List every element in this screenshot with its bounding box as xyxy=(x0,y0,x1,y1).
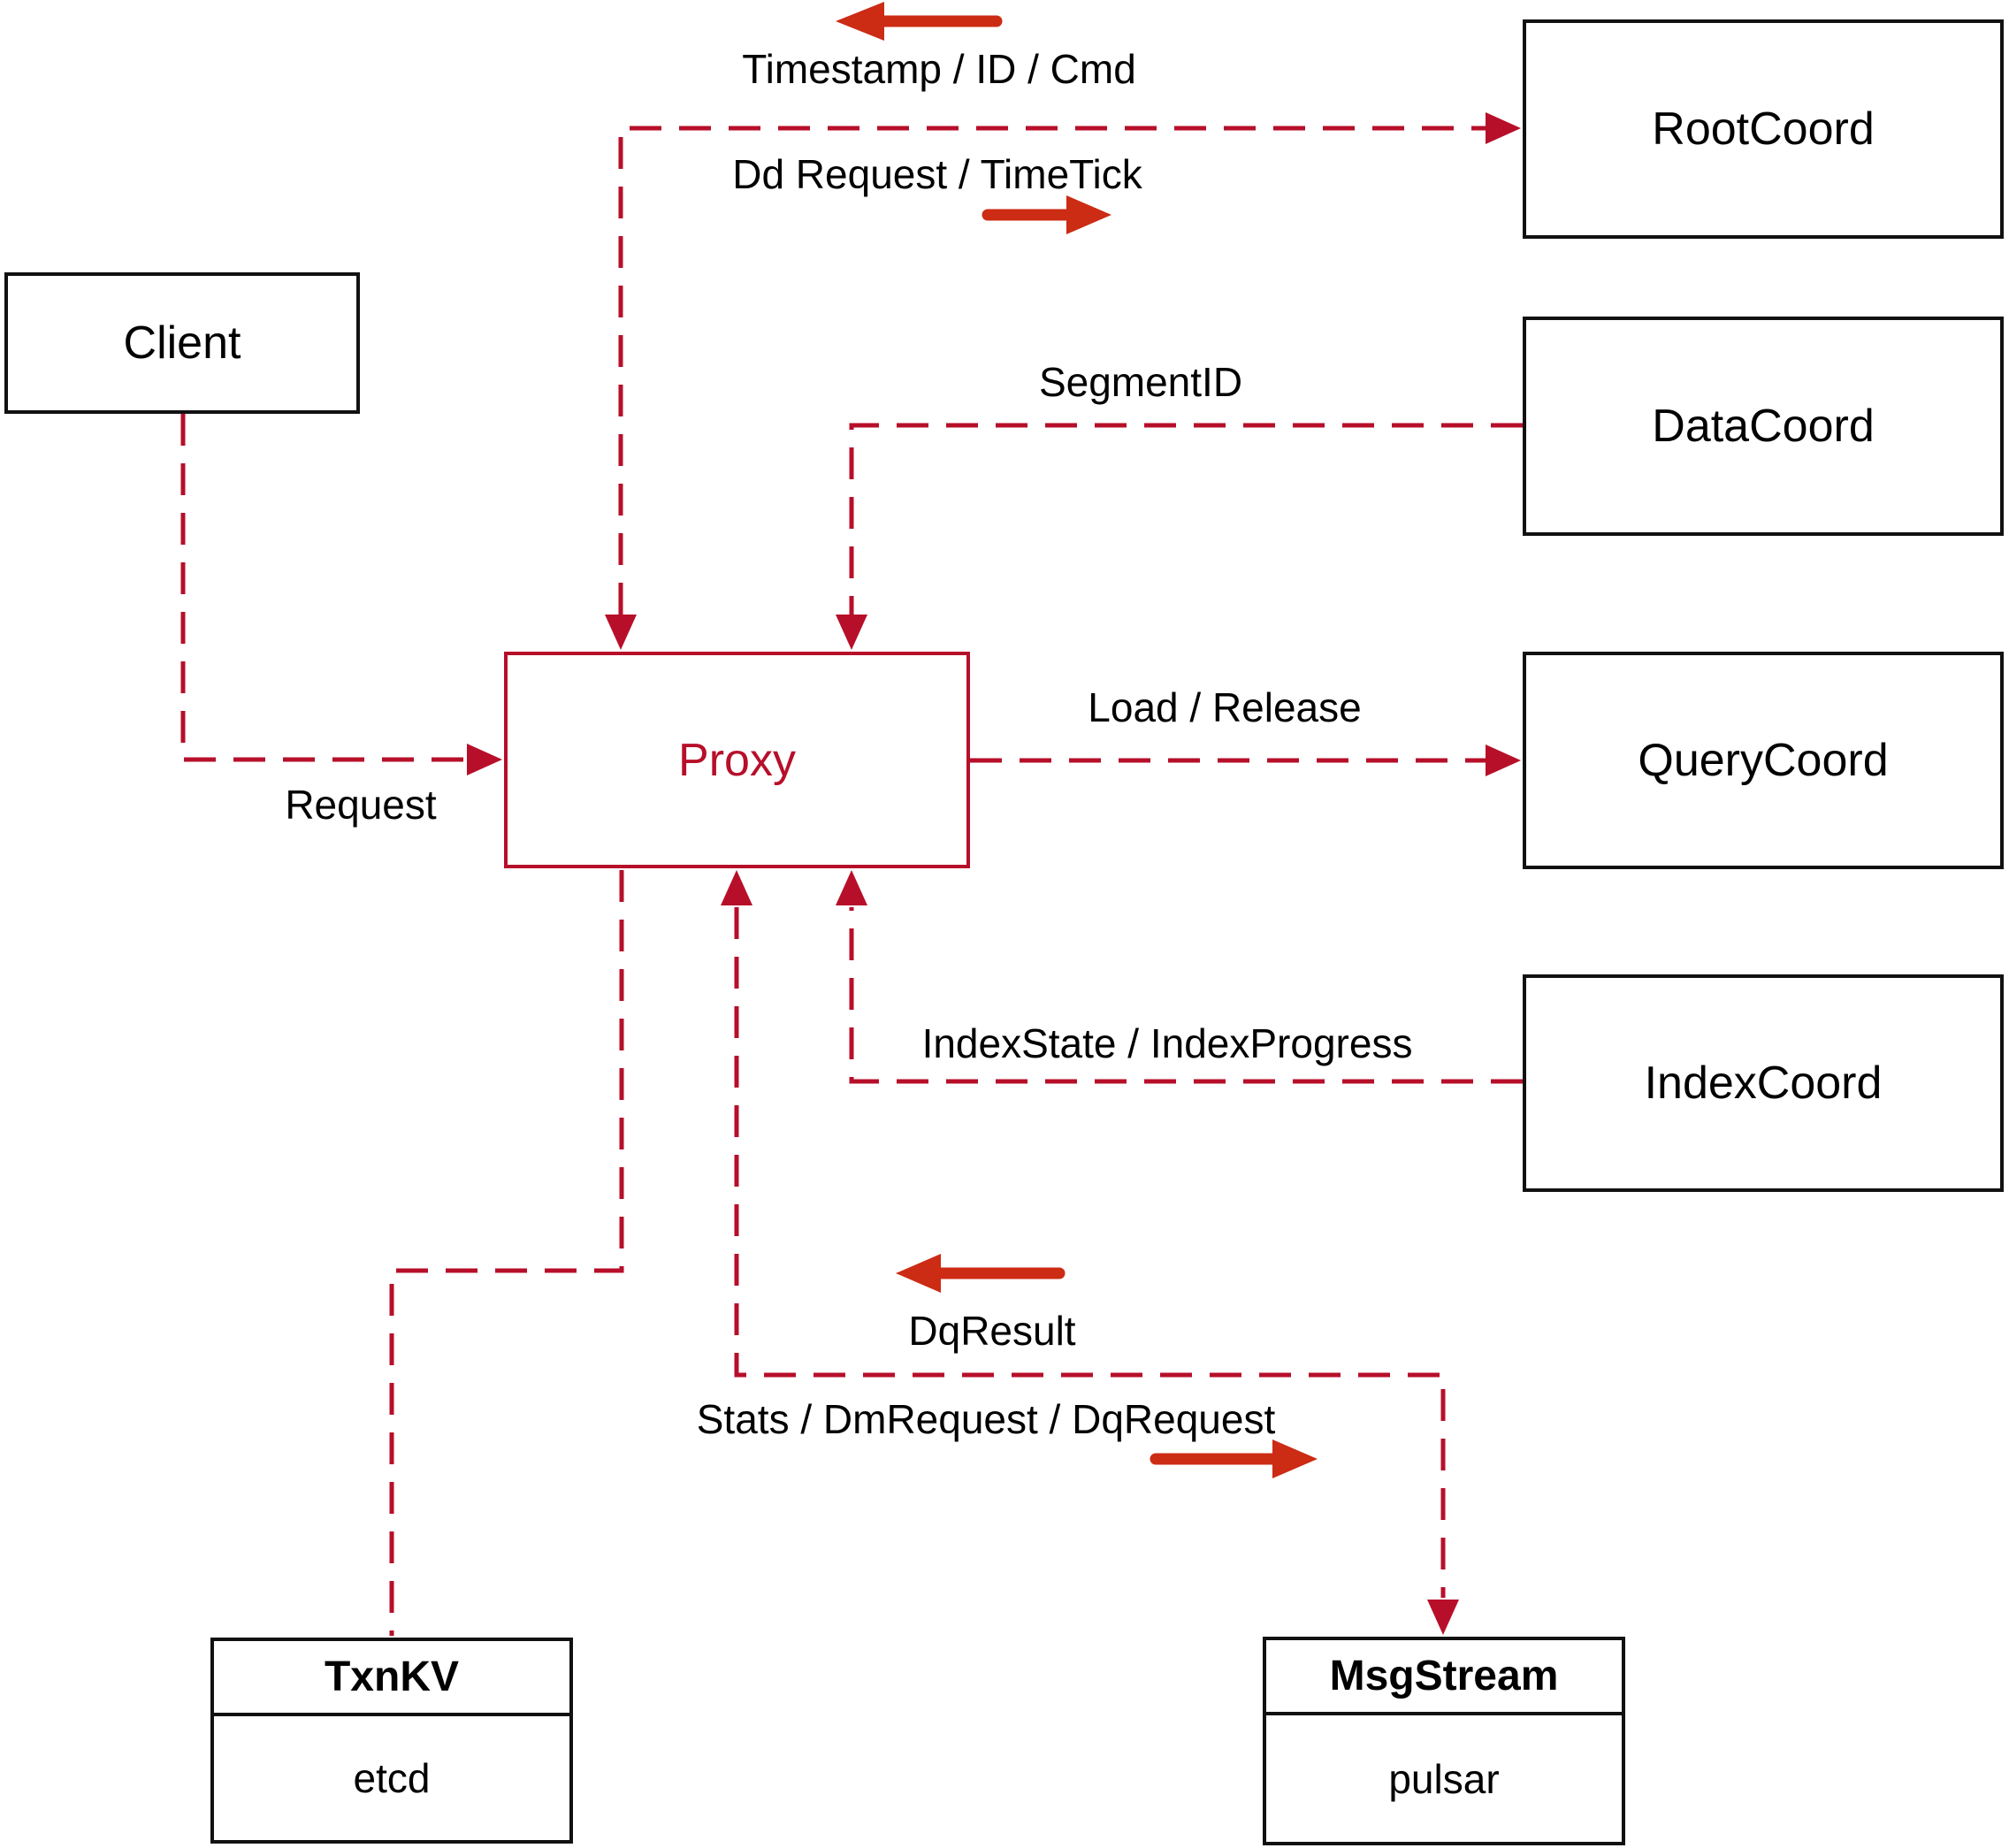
node-querycoord-label: QueryCoord xyxy=(1638,735,1889,786)
node-indexcoord-label: IndexCoord xyxy=(1644,1058,1883,1109)
edge-label-dd-request-timetick: Dd Request / TimeTick xyxy=(732,151,1142,197)
arrowhead-into-proxy-top-dataline xyxy=(836,615,867,650)
node-datacoord: DataCoord xyxy=(1523,317,2004,536)
arrowhead-into-proxy-left xyxy=(467,744,502,775)
edge-client-to-proxy xyxy=(180,414,467,762)
node-rootcoord-label: RootCoord xyxy=(1652,103,1875,155)
direction-arrowhead-right-ddrequest xyxy=(1066,195,1111,234)
node-msgstream-impl: pulsar xyxy=(1388,1755,1500,1802)
direction-arrowhead-right-stats xyxy=(1272,1439,1318,1478)
arrowhead-into-proxy-top-rootline xyxy=(605,615,637,650)
node-txnkv: TxnKV etcd xyxy=(210,1638,573,1844)
node-rootcoord: RootCoord xyxy=(1523,19,2004,239)
arrowhead-into-querycoord xyxy=(1486,745,1521,776)
edge-label-timestamp-id-cmd: Timestamp / ID / Cmd xyxy=(742,46,1136,92)
edge-label-dq-result: DqResult xyxy=(908,1308,1076,1354)
node-datacoord-label: DataCoord xyxy=(1652,401,1875,452)
arrowhead-into-rootcoord xyxy=(1486,112,1521,144)
arrowhead-into-proxy-bottom-msgline xyxy=(721,870,752,905)
edge-proxy-rootcoord xyxy=(618,126,1487,615)
node-querycoord: QueryCoord xyxy=(1523,652,2004,869)
edge-label-index-state-progress: IndexState / IndexProgress xyxy=(921,1020,1413,1066)
node-txnkv-impl: etcd xyxy=(353,1755,431,1801)
node-indexcoord: IndexCoord xyxy=(1523,974,2004,1192)
arrowhead-into-proxy-bottom-indexline xyxy=(836,870,867,905)
node-client-label: Client xyxy=(123,317,241,369)
node-proxy-label: Proxy xyxy=(678,734,796,786)
node-proxy: Proxy xyxy=(504,652,970,868)
edge-label-request: Request xyxy=(285,782,437,828)
edge-label-segment-id: SegmentID xyxy=(1038,359,1243,405)
edge-proxy-msgstream xyxy=(734,907,1446,1598)
edge-label-load-release: Load / Release xyxy=(1088,684,1362,730)
node-txnkv-title: TxnKV xyxy=(214,1641,569,1716)
arrowhead-into-msgstream xyxy=(1427,1600,1459,1635)
edge-label-stats-dm-dq-request: Stats / DmRequest / DqRequest xyxy=(696,1396,1276,1442)
direction-arrowhead-left-timestamp xyxy=(836,2,884,41)
edge-proxy-to-txnkv xyxy=(389,870,624,1636)
node-msgstream: MsgStream pulsar xyxy=(1263,1637,1625,1845)
edge-datacoord-to-proxy xyxy=(849,423,1523,615)
node-client: Client xyxy=(4,272,360,414)
edge-indexcoord-to-proxy xyxy=(849,907,1523,1084)
node-msgstream-title: MsgStream xyxy=(1266,1640,1622,1715)
direction-arrowhead-left-dqresult xyxy=(896,1254,941,1293)
